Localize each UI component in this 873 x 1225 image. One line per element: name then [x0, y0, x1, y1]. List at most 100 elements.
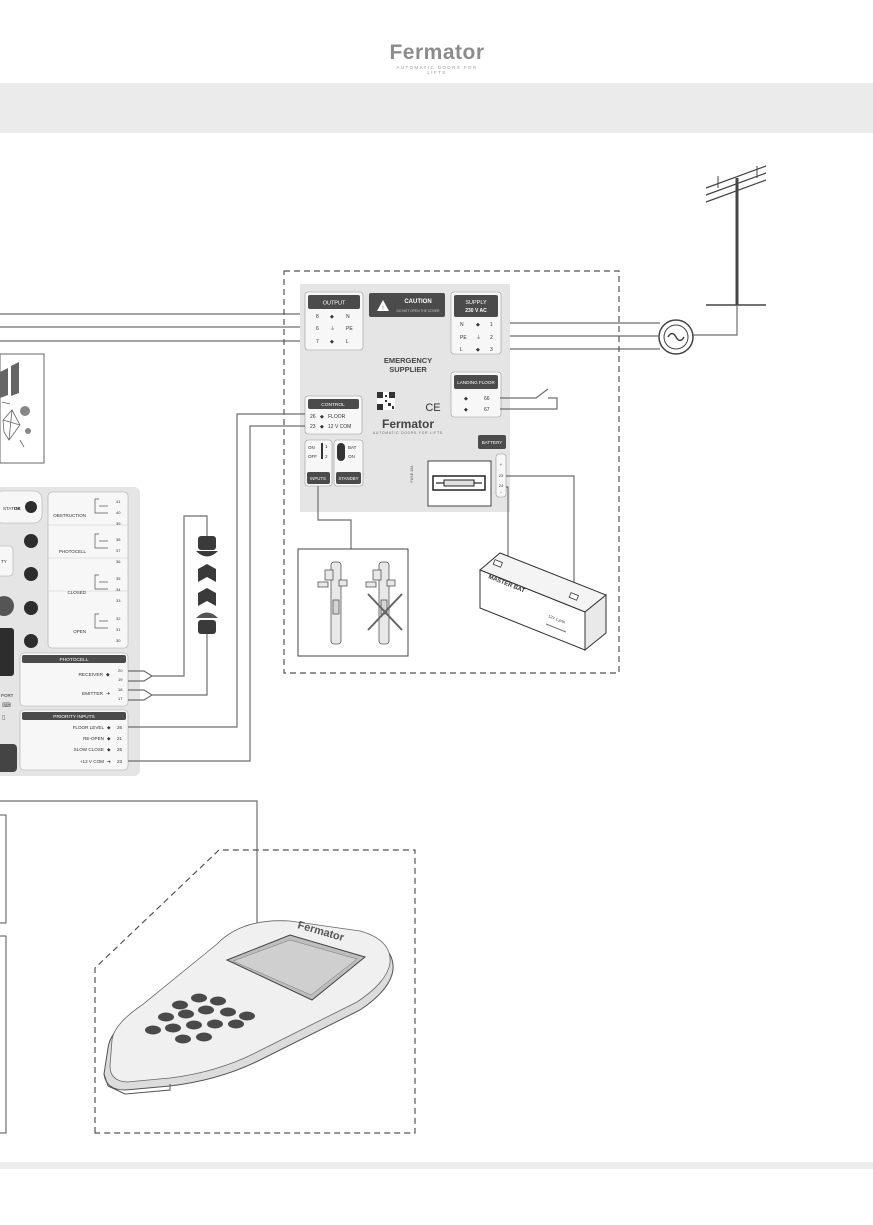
output-pin: 8 — [316, 314, 319, 320]
supply-pin-name: N — [460, 322, 464, 328]
control-terminal-block: CONTROL 26 ◆ FLOOR 23 ◆ 12 V COM — [304, 395, 363, 435]
handheld-programmer: Fermator — [103, 919, 394, 1095]
qr-code-icon — [377, 392, 395, 410]
control-wires — [128, 413, 305, 762]
svg-text:◆: ◆ — [464, 396, 468, 402]
supply-label: SUPPLY — [465, 300, 487, 306]
brand-name: Fermator — [389, 41, 485, 64]
supply-pin-name: PE — [460, 335, 467, 341]
cross-icon — [367, 593, 403, 631]
relay-label: OPEN — [73, 629, 86, 634]
svg-text:◆: ◆ — [106, 672, 110, 678]
photocell-receiver-label: RECEIVER — [78, 672, 103, 678]
battery-minus: - — [500, 490, 502, 495]
relay-open: OPEN 32 31 30 — [73, 613, 121, 643]
caution-label: ! CAUTION DO NOT OPEN THE COVER — [369, 293, 445, 317]
battery-pin: 24 — [499, 483, 504, 488]
svg-text:◆: ◆ — [107, 725, 111, 730]
relay-pin: 40 — [116, 510, 121, 515]
inputs-off-label: OFF — [308, 454, 317, 459]
svg-text:⏚: ⏚ — [330, 325, 335, 332]
relay-pin: 30 — [116, 638, 121, 643]
status-led — [25, 501, 37, 513]
partial-label-ty: TY — [1, 559, 7, 564]
photocell-pin: 19 — [118, 677, 123, 682]
priority-input-pin: 26 — [117, 725, 123, 730]
relay-pin: 35 — [116, 576, 121, 581]
fuse-label: FUSE 10A — [410, 465, 414, 483]
inputs-label: INPUTS — [310, 476, 326, 481]
supplier-tagline: AUTOMATIC DOORS FOR LIFTS — [373, 431, 443, 435]
relay-pin: 36 — [116, 559, 121, 564]
svg-text:⏚: ⏚ — [476, 334, 481, 341]
supply-pin: 3 — [490, 347, 493, 353]
standby-bat-label: BAT — [348, 445, 357, 450]
power-pole-icon — [705, 165, 767, 306]
control-pin-name: 12 V COM — [328, 424, 351, 430]
standby-switch: BAT ON STANDBY — [333, 439, 364, 487]
brand-tagline: AUTOMATIC DOORS FOR LIFTS — [396, 65, 478, 75]
priority-input-name: +12 V COM — [80, 759, 104, 764]
standby-label: STANDBY — [339, 476, 359, 481]
photocell-pin: 20 — [118, 668, 123, 673]
control-pin: 23 — [310, 424, 316, 430]
control-pin: 26 — [310, 414, 316, 420]
battery-label: BATTERY — [482, 440, 503, 445]
svg-text:➜: ➜ — [106, 692, 110, 697]
priority-input-pin: 25 — [117, 747, 123, 752]
battery-unit-spec: 12V 1.2Ah — [548, 614, 566, 624]
photocell-label: PHOTOCELL — [60, 657, 89, 663]
priority-input-name: RE-OPEN — [83, 736, 104, 741]
battery-plus: + — [500, 462, 503, 467]
output-pin: 6 — [316, 326, 319, 332]
supply-terminal-block: SUPPLY 230 V AC N ◆ 1 PE ⏚ 2 L ◆ 3 — [450, 291, 502, 355]
output-pin-name: N — [346, 314, 350, 320]
svg-text:◆: ◆ — [464, 407, 468, 413]
relay-obstruction: OBSTRUCTION 41 40 39 — [53, 498, 121, 526]
svg-text:◆: ◆ — [330, 314, 334, 320]
standby-on-label: ON — [348, 454, 355, 459]
svg-text:◆: ◆ — [476, 347, 480, 353]
supplier-title-line2: SUPPLIER — [389, 365, 427, 374]
ce-mark: CE — [425, 402, 440, 414]
priority-input-name: FLOOR LEVEL — [73, 725, 105, 730]
fuse-holder: FUSE 10A — [410, 460, 492, 507]
svg-text:◆: ◆ — [320, 424, 324, 430]
svg-text:⌨: ⌨ — [2, 702, 11, 709]
svg-text:▯: ▯ — [2, 715, 5, 721]
handheld-boundary — [94, 849, 416, 1134]
partial-box-upper — [0, 814, 7, 924]
relay-closed: CLOSED 35 34 33 — [67, 574, 121, 603]
relay-label: OBSTRUCTION — [53, 513, 86, 518]
battery-icon: MASTER BAT 12V 1.2Ah — [479, 552, 607, 652]
partial-label-port: PORT — [1, 693, 14, 698]
door-lock-illustration — [297, 548, 409, 657]
ac-source-icon — [658, 319, 694, 355]
relay-pin: 39 — [116, 521, 121, 526]
landing-floor-pin: 66 — [484, 396, 490, 402]
status-value: OK — [14, 506, 22, 511]
svg-text:◆: ◆ — [107, 747, 111, 752]
relay-pin: 31 — [116, 627, 121, 632]
supply-pin: 2 — [490, 335, 493, 341]
supply-wires — [500, 322, 660, 350]
supply-pin: 1 — [490, 322, 493, 328]
photocell-pin: 18 — [118, 687, 123, 692]
output-terminal-block: OUTPUT 8 ◆ N 6 ⏚ PE 7 ◆ L — [304, 291, 364, 351]
svg-text:◆: ◆ — [107, 736, 111, 741]
landing-floor-terminal-block: LANDING FLOOR ◆ 66 ◆ 67 — [450, 371, 502, 418]
relay-pin: 32 — [116, 616, 121, 621]
inputs-switch-1: 1 — [325, 444, 328, 449]
control-label: CONTROL — [321, 402, 345, 408]
priority-input-name: SLOW CLOSE — [74, 747, 104, 752]
door-illustration — [0, 353, 45, 464]
control-pin-name: FLOOR — [328, 414, 346, 420]
relay-photocell: PHOTOCELL 38 37 36 — [59, 533, 121, 564]
svg-text:!: ! — [382, 306, 384, 312]
priority-input-pin: 23 — [117, 759, 123, 764]
priority-inputs-terminal-block: PRIORITY INPUTS FLOOR LEVEL ◆ 26 RE-OPEN… — [19, 709, 129, 771]
inputs-on-label: ON — [308, 445, 315, 450]
relay-pin: 33 — [116, 598, 121, 603]
output-wires — [0, 313, 305, 342]
svg-text:➜: ➜ — [107, 759, 111, 764]
